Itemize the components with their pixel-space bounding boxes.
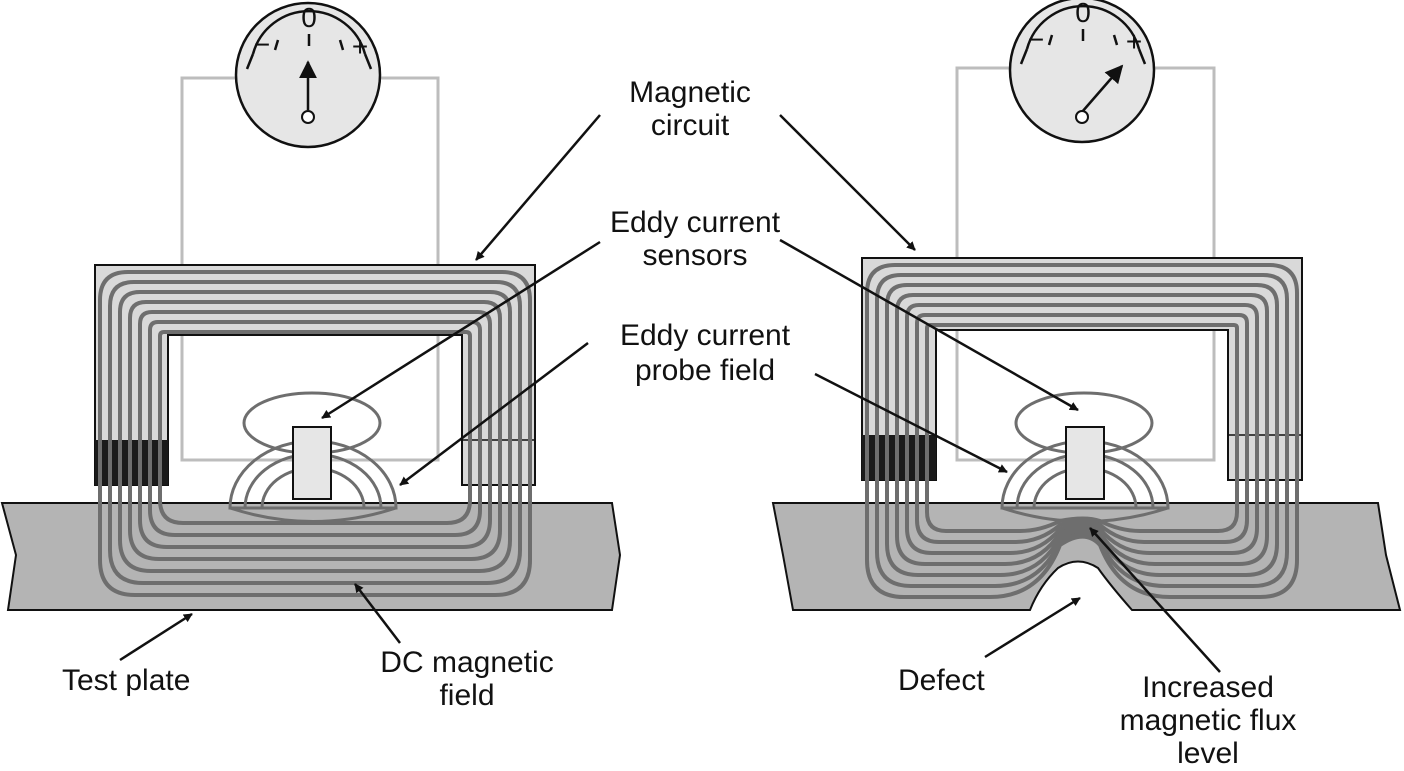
right-meter-zero-label: 0 <box>1075 0 1091 28</box>
arrow-probe-field-right <box>814 372 1008 474</box>
arrow-magnetic-circuit-left <box>475 114 601 261</box>
label-test-plate: Test plate <box>62 664 190 697</box>
left-meter-minus-label: − <box>254 29 270 60</box>
arrow-test-plate <box>119 612 193 662</box>
label-defect: Defect <box>898 664 985 697</box>
leader-arrows <box>119 114 1221 673</box>
arrow-sensor-left <box>321 240 601 420</box>
label-eddy-sensors-line1: Eddy current <box>610 206 781 239</box>
label-magnetic-circuit-line1: Magnetic <box>629 76 751 109</box>
arrow-defect <box>984 596 1081 659</box>
arrow-sensor-right <box>779 238 1079 412</box>
right-eddy-current-sensor <box>1000 391 1170 523</box>
left-meter: 0 − + <box>234 1 382 149</box>
right-meter: 0 − + <box>1008 0 1156 144</box>
labels: Magnetic circuit Eddy current sensors Ed… <box>62 76 1296 770</box>
label-dc-field-line1: DC magnetic <box>380 646 553 679</box>
label-probe-field-line1: Eddy current <box>620 319 791 352</box>
left-dc-magnetic-flux-lines <box>98 270 532 597</box>
right-test-plate <box>771 502 1402 611</box>
arrow-increased-flux <box>1089 527 1221 673</box>
left-assembly: 0 − + <box>0 1 622 611</box>
label-eddy-sensors-line2: sensors <box>642 239 747 272</box>
right-meter-minus-label: − <box>1028 24 1044 55</box>
arrow-magnetic-circuit-right <box>779 114 916 251</box>
right-meter-needle <box>1081 64 1124 113</box>
label-probe-field-line2: probe field <box>635 354 775 387</box>
left-meter-zero-label: 0 <box>301 2 317 33</box>
label-magnetic-circuit-line2: circuit <box>651 109 730 142</box>
label-increased-flux-line2: magnetic flux <box>1120 704 1297 737</box>
left-meter-plus-label: + <box>352 31 368 62</box>
right-meter-plus-label: + <box>1126 26 1142 57</box>
right-assembly: 0 − + <box>771 0 1402 611</box>
label-dc-field-line2: field <box>439 679 494 712</box>
arrow-probe-field-left <box>399 342 589 486</box>
arrow-dc-field <box>354 583 401 644</box>
label-increased-flux-line1: Increased <box>1142 671 1274 704</box>
label-increased-flux-line3: level <box>1177 737 1239 770</box>
right-dc-magnetic-flux-lines <box>865 263 1299 599</box>
left-eddy-current-sensor <box>228 391 398 523</box>
